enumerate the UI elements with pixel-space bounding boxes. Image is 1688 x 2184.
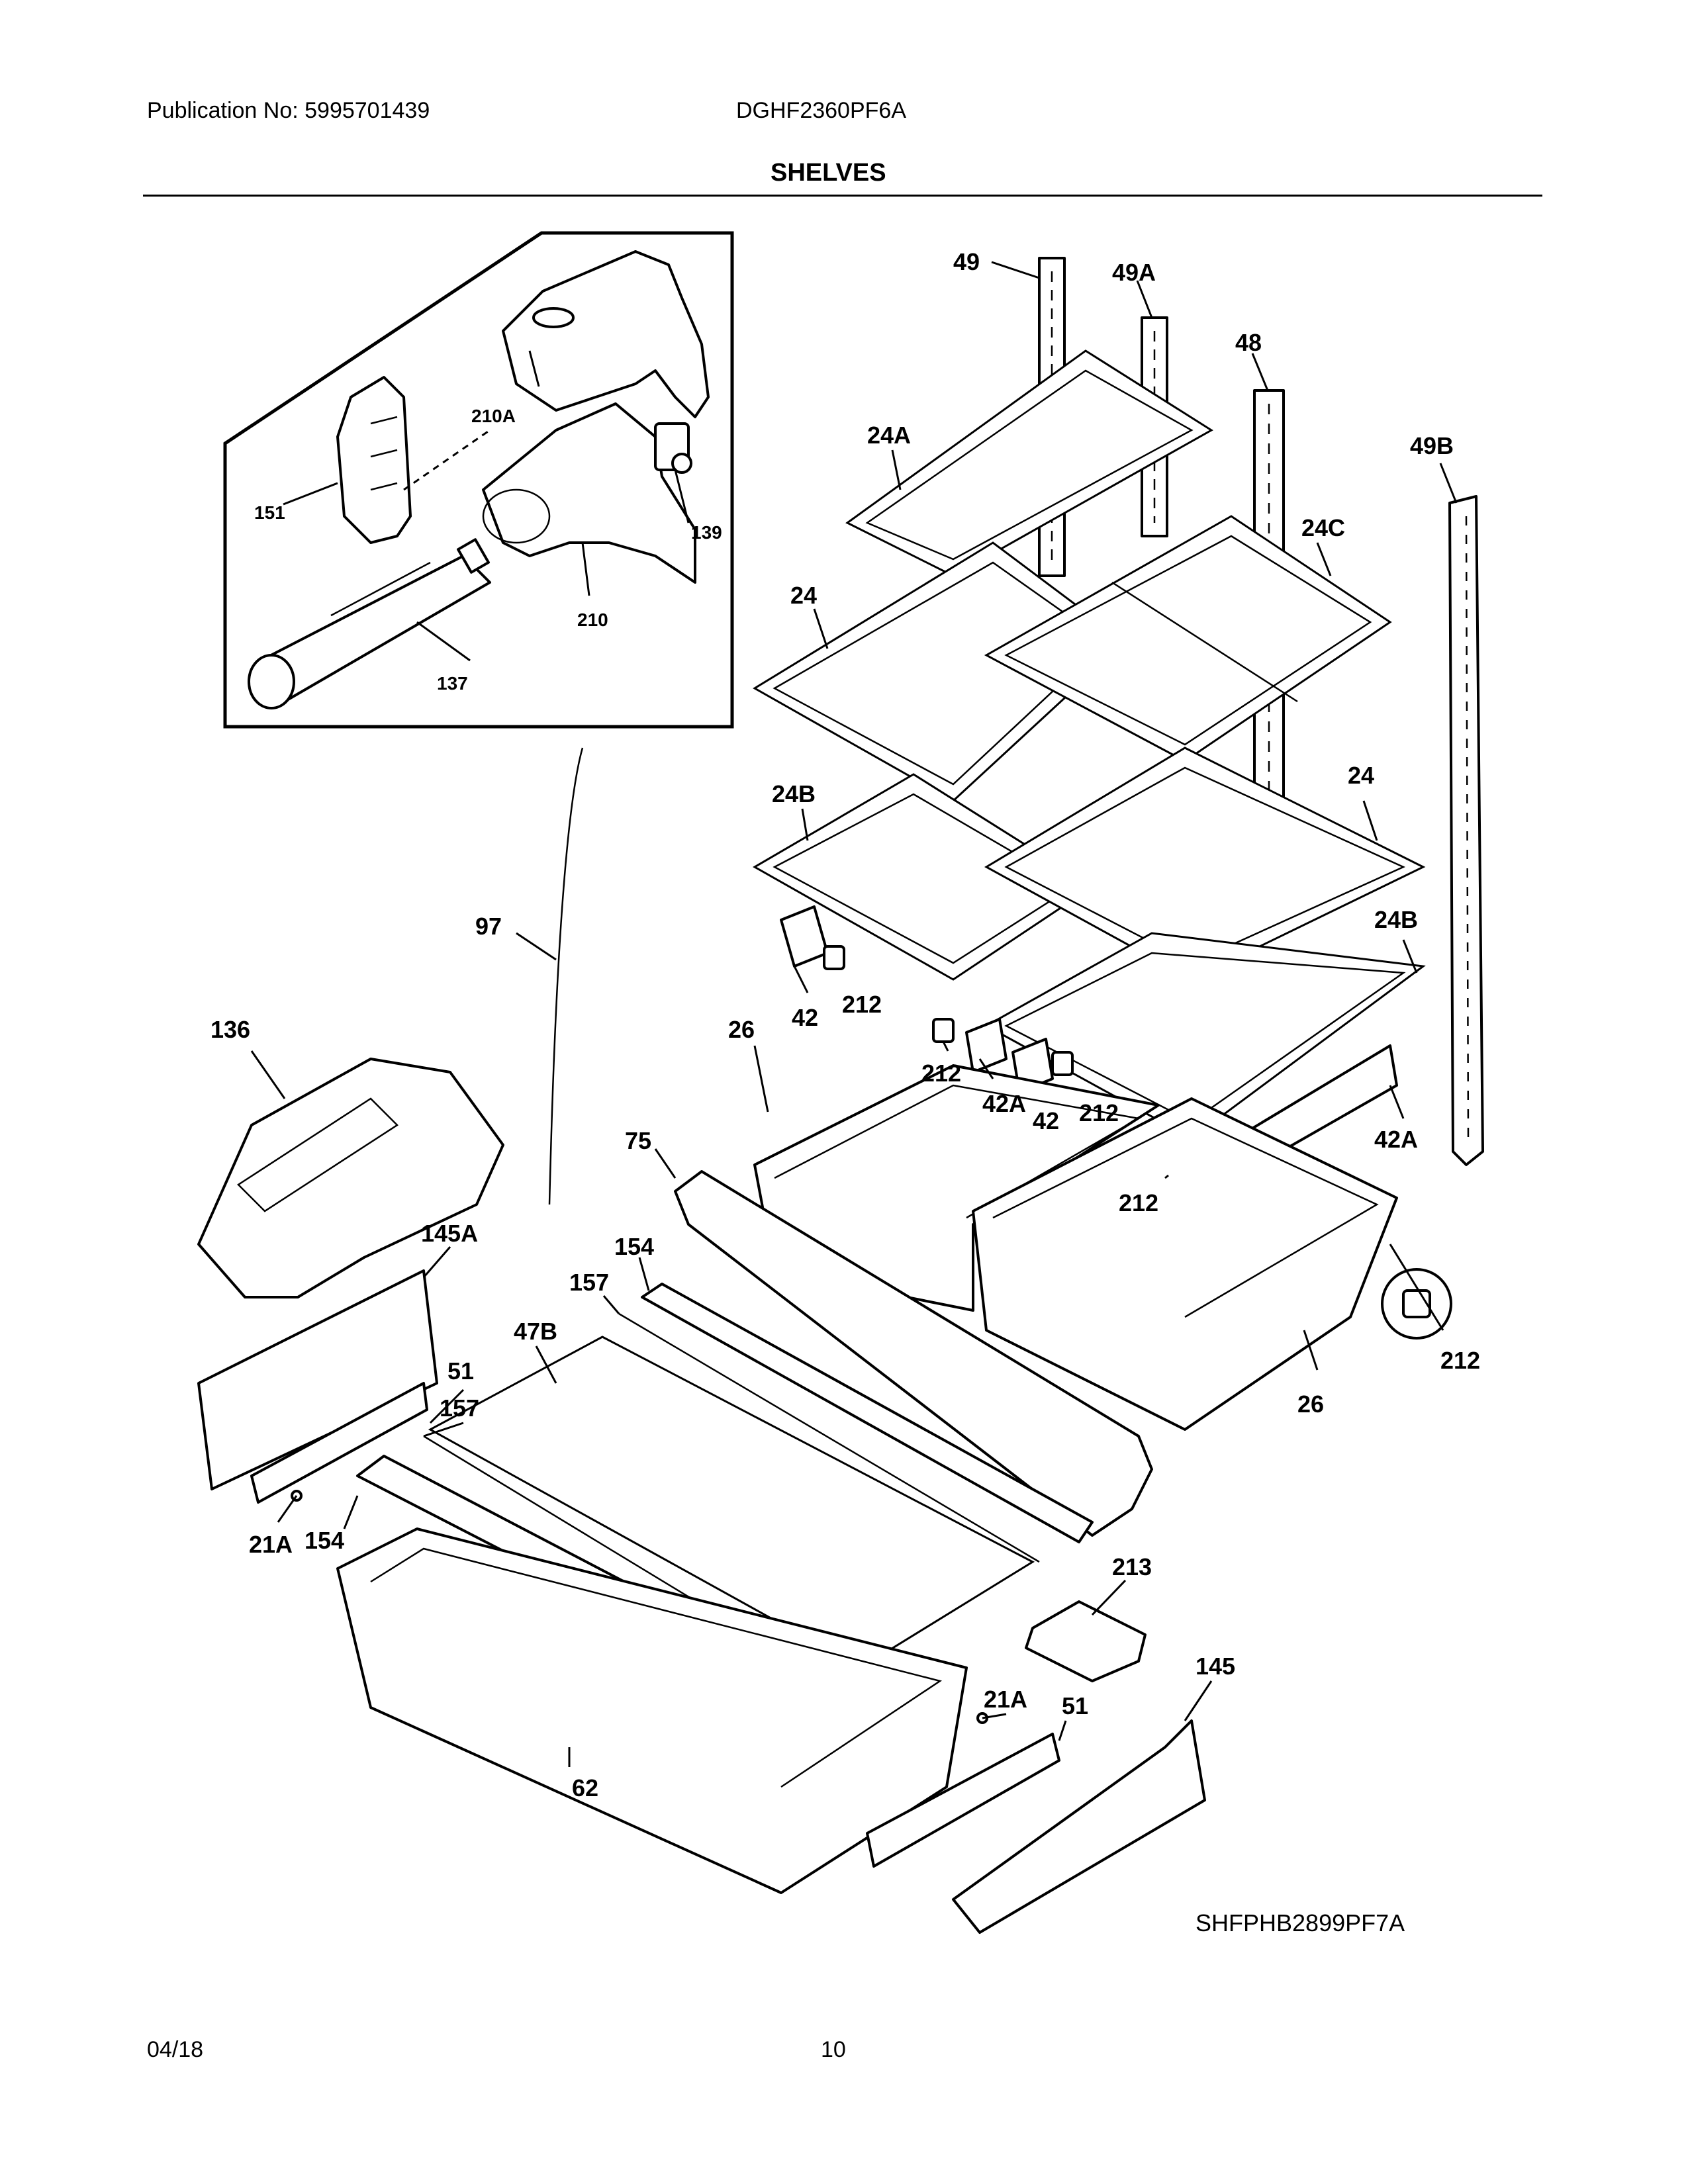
- clip-212-c: [1051, 1051, 1074, 1076]
- callout-49A: 49A: [1112, 259, 1156, 286]
- callout-42A-right: 42A: [1374, 1126, 1418, 1153]
- filter-head: [482, 402, 696, 584]
- callout-75: 75: [625, 1127, 651, 1154]
- callout-24B-right: 24B: [1374, 906, 1418, 933]
- callout-26-left: 26: [728, 1016, 755, 1043]
- callout-49: 49: [953, 248, 980, 275]
- callout-24-right: 24: [1348, 762, 1374, 789]
- clip-212-a: [823, 945, 845, 970]
- side-cover-145: [952, 1719, 1206, 1934]
- callout-139: 139: [691, 522, 722, 543]
- callout-151: 151: [254, 502, 285, 523]
- rail-51-left: [250, 1382, 428, 1504]
- rail-51-right: [866, 1733, 1060, 1868]
- callout-24C: 24C: [1301, 514, 1345, 541]
- callout-157-top: 157: [569, 1269, 609, 1296]
- callout-51-right: 51: [1062, 1692, 1088, 1719]
- callout-212-d: 212: [1119, 1189, 1158, 1216]
- crisper-drawer-right: [972, 1097, 1398, 1431]
- callout-62: 62: [572, 1774, 598, 1801]
- callout-145: 145: [1196, 1653, 1235, 1680]
- callout-51-left: 51: [447, 1357, 474, 1385]
- filter-housing-cover: [502, 250, 710, 418]
- crisper-cover-75: [674, 1170, 1153, 1537]
- callout-48: 48: [1235, 329, 1262, 356]
- water-filter-cartridge: [248, 538, 491, 709]
- frame-154-top: [641, 1283, 1094, 1543]
- leader-dashed-151: [403, 429, 491, 491]
- leader-lines: [250, 261, 1458, 1767]
- header-rule: [143, 195, 1542, 197]
- footer-date: 04/18: [147, 2037, 204, 2062]
- callout-24A: 24A: [867, 422, 911, 449]
- clip-212-b: [932, 1018, 955, 1043]
- callout-145A: 145A: [421, 1220, 478, 1247]
- clip-212-e: [1381, 1268, 1452, 1340]
- gasket-157-top: [618, 1312, 1040, 1563]
- bracket-42A-mid: [965, 1018, 1008, 1073]
- callout-42-mid: 42: [1033, 1107, 1059, 1134]
- model-number: DGHF2360PF6A: [736, 98, 906, 123]
- callout-137: 137: [437, 673, 468, 694]
- filter-inset-frame: [223, 231, 734, 729]
- shelf-24C: [984, 515, 1392, 762]
- callout-154-left: 154: [305, 1527, 344, 1554]
- callout-210: 210: [577, 610, 608, 630]
- side-cover-145A: [197, 1269, 438, 1490]
- rail-49B: [1448, 495, 1484, 1166]
- shelf-24-right: [984, 747, 1426, 981]
- bracket-42-left: [780, 905, 829, 968]
- callout-157-left: 157: [440, 1394, 479, 1422]
- filter-valve: [654, 422, 692, 474]
- callout-42-left: 42: [792, 1004, 818, 1031]
- callout-21A-right: 21A: [984, 1686, 1027, 1713]
- filter-bypass-cap: [336, 376, 412, 544]
- callout-212-b: 212: [921, 1060, 961, 1087]
- publication-number: Publication No: 5995701439: [147, 98, 430, 123]
- footer-page-number: 10: [821, 2037, 846, 2062]
- callout-213: 213: [1112, 1553, 1152, 1580]
- callout-154-top: 154: [614, 1233, 654, 1260]
- callout-42A-mid: 42A: [982, 1090, 1026, 1117]
- callout-212-a: 212: [842, 991, 882, 1018]
- callout-24B-left: 24B: [772, 780, 816, 807]
- callout-97: 97: [475, 913, 502, 940]
- basket-136: [197, 1058, 504, 1298]
- callout-26-right: 26: [1297, 1390, 1324, 1418]
- shelf-24A: [845, 349, 1213, 577]
- callout-212-c: 212: [1079, 1099, 1119, 1126]
- callout-24-top: 24: [790, 582, 817, 609]
- callout-136: 136: [211, 1016, 250, 1043]
- diagram-code: SHFPHB2899PF7A: [1196, 1909, 1405, 1936]
- callout-47B: 47B: [514, 1318, 557, 1345]
- callout-210A: 210A: [471, 406, 516, 426]
- divider-213: [1025, 1600, 1147, 1682]
- deli-pan-62: [336, 1527, 968, 1894]
- callout-21A-left: 21A: [249, 1531, 293, 1558]
- callout-212-e: 212: [1440, 1347, 1480, 1374]
- rod-97: [548, 747, 584, 1205]
- callout-49B: 49B: [1410, 432, 1454, 459]
- section-title: SHELVES: [771, 159, 886, 187]
- glass-shelf-47B: [428, 1336, 1035, 1669]
